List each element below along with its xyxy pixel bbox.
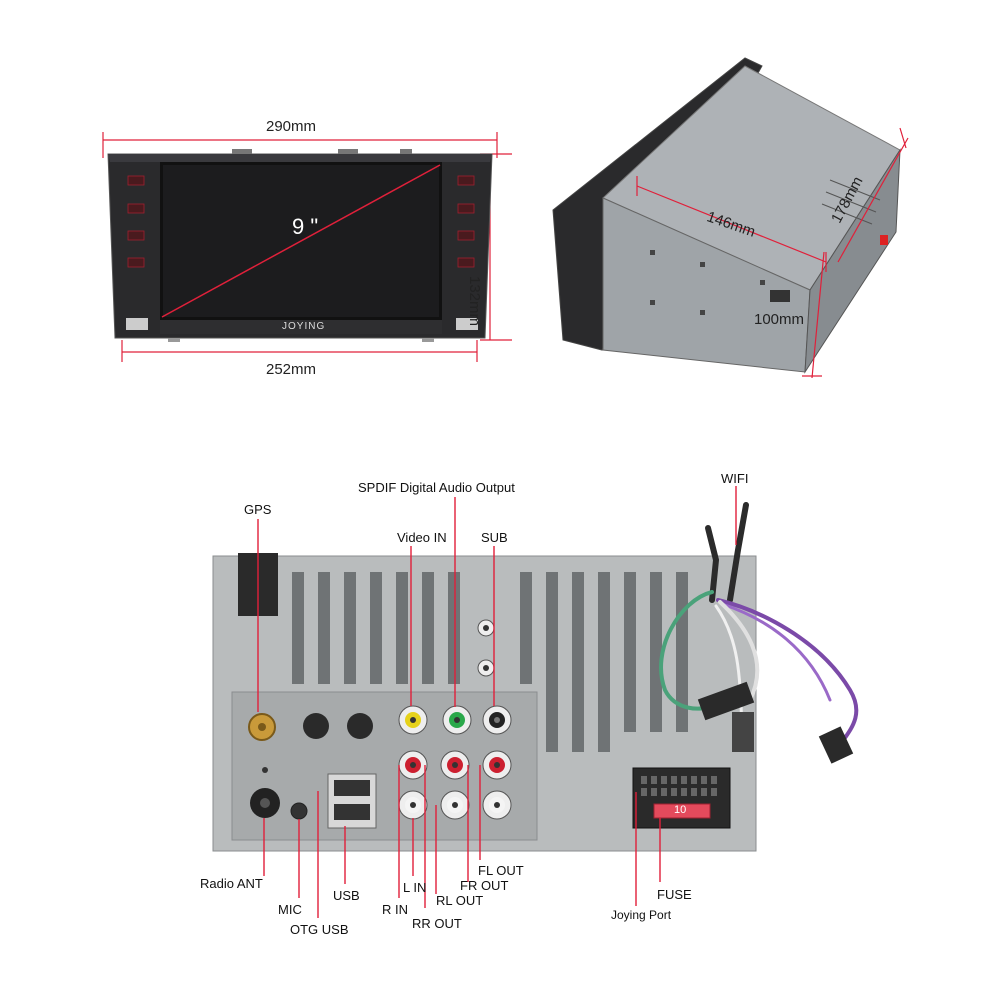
sub-label: SUB xyxy=(481,530,508,545)
rear-vents xyxy=(292,572,688,752)
otg-usb-label: OTG USB xyxy=(290,922,349,937)
rr-out-label: RR OUT xyxy=(412,916,462,931)
side-dimension-lines xyxy=(636,127,909,379)
front-bottom-width-label: 252mm xyxy=(266,361,317,378)
wifi-label: WIFI xyxy=(721,471,749,486)
r-in-label: R IN xyxy=(382,902,408,917)
usb-label: USB xyxy=(333,888,360,903)
mic-jack xyxy=(290,802,308,820)
video-in-label: Video IN xyxy=(397,530,447,545)
fuse-value: 10 xyxy=(674,804,687,816)
fr-out-label: FR OUT xyxy=(460,878,509,893)
screen-size-label: 9 " xyxy=(292,214,319,239)
fuse xyxy=(653,803,711,819)
front-side-buttons xyxy=(127,175,475,268)
leader-lines xyxy=(257,486,737,918)
mic-label: MIC xyxy=(278,902,302,917)
rca-jacks xyxy=(398,705,512,820)
radio-ant-label: Radio ANT xyxy=(200,876,263,891)
wifi-cables xyxy=(705,502,749,603)
l-in-label: L IN xyxy=(403,880,427,895)
side-height-label: 100mm xyxy=(754,311,805,328)
rl-out-label: RL OUT xyxy=(436,893,484,908)
wire-harness xyxy=(659,590,859,747)
front-width-label: 290mm xyxy=(266,118,317,135)
gps-label: GPS xyxy=(244,502,272,517)
fl-out-label: FL OUT xyxy=(478,863,524,878)
spdif-label: SPDIF Digital Audio Output xyxy=(358,480,515,495)
joying-port-label: Joying Port xyxy=(611,908,672,922)
fuse-label: FUSE xyxy=(657,887,692,902)
brand-logo: JOYING xyxy=(282,321,326,332)
screen-diagonal xyxy=(161,164,441,318)
